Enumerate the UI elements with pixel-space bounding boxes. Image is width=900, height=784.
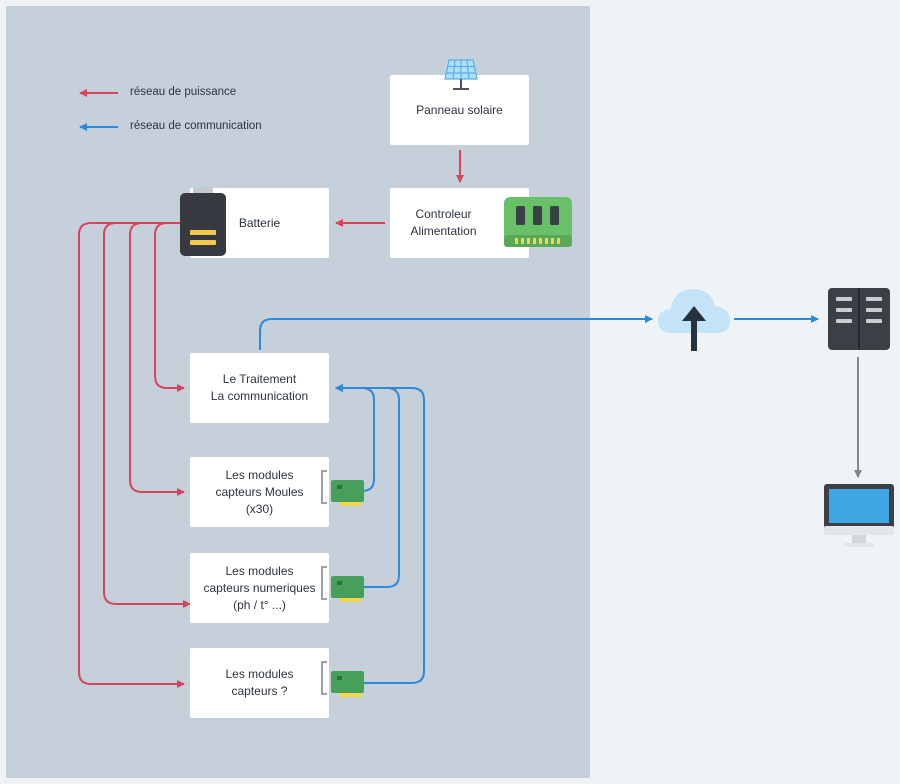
wire-module-unknown-to-processing [335, 384, 425, 684]
module-digital-node: Les modules capteurs numeriques (ph / t°… [190, 553, 329, 623]
module-unknown-label: Les modules capteurs ? [225, 667, 294, 698]
sensor-board-icon [321, 661, 364, 697]
legend-communication-label: réseau de communication [130, 120, 262, 132]
controller-board-icon [504, 197, 572, 247]
processing-label: Le Traitement La communication [210, 372, 309, 403]
wire-battery-to-module-mussels [129, 222, 190, 496]
module-mussels-label: Les modules capteurs Moules (x30) [215, 467, 304, 516]
module-unknown-node: Les modules capteurs ? [190, 648, 329, 718]
wire-processing-to-cloud [259, 315, 653, 350]
battery-icon [180, 187, 226, 256]
controller-label: Controleur Alimentation [410, 207, 477, 238]
cloud-upload-icon [658, 289, 730, 351]
sensor-board-icon [321, 470, 364, 506]
monitor-icon [824, 484, 894, 547]
solar-panel-icon [444, 59, 478, 90]
wire-battery-to-module-unknown [78, 222, 190, 688]
sensor-board-icon [321, 566, 364, 602]
legend-power-label: réseau de puissance [130, 86, 237, 98]
server-icon [828, 288, 890, 350]
solar-panel-label: Panneau solaire [416, 102, 503, 117]
module-digital-label: Les modules capteurs numeriques (ph / t°… [203, 563, 316, 612]
processing-node: Le Traitement La communication [190, 353, 329, 423]
wire-battery-to-module-digital [103, 222, 191, 608]
solar-panel-node: Panneau solaire [390, 75, 529, 145]
module-mussels-node: Les modules capteurs Moules (x30) [190, 457, 329, 527]
battery-label: Batterie [238, 215, 281, 230]
